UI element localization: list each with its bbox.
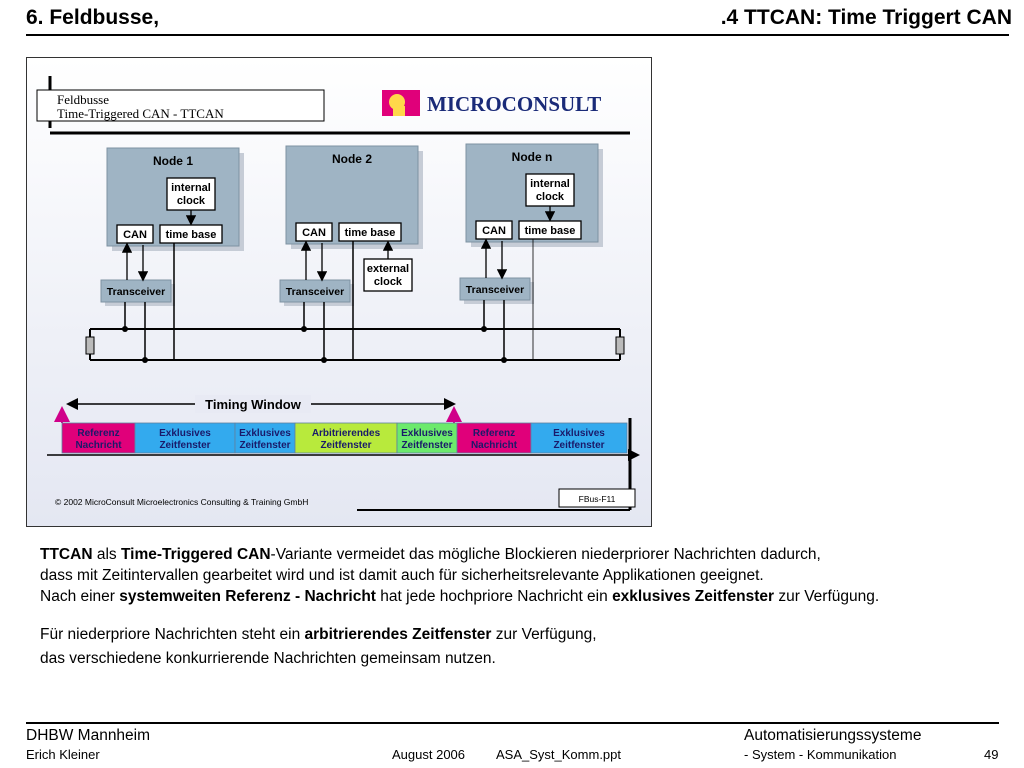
footer-page-number: 49 [984, 747, 999, 762]
slot-label-1: Exklusives [239, 428, 291, 439]
node-1: Node 1 CAN time base internalclockTransceiv… [100, 147, 244, 363]
figure-title-line1: Feldbusse [57, 92, 109, 107]
clock-label-2: clock [536, 191, 565, 203]
slot-label-2: Zeitfenster [401, 440, 452, 451]
body-line-3: Nach einer systemweiten Referenz - Nachr… [40, 588, 880, 605]
clock-label-1: external [367, 263, 409, 275]
footer-date: August 2006 [392, 747, 466, 762]
timebase-label: time base [345, 227, 396, 239]
body-line-1: TTCAN als Time-Triggered CAN-Variante ve… [40, 546, 821, 563]
clock-label-1: internal [171, 182, 211, 194]
footer-subtopic: - System - Kommunikation [744, 747, 897, 762]
timing-window-label: Timing Window [205, 397, 302, 412]
can-label: CAN [302, 227, 326, 239]
node-label: Node 1 [153, 154, 193, 168]
node-label: Node n [512, 150, 553, 164]
ttcan-figure: Feldbusse Time-Triggered CAN - TTCAN MIC… [26, 57, 652, 527]
slot-label-1: Exklusives [553, 428, 605, 439]
slot-label-1: Arbitrierendes [312, 428, 381, 439]
slot-label-1: Referenz [473, 428, 515, 439]
timebase-label: time base [166, 229, 217, 241]
node-label: Node 2 [332, 152, 372, 166]
slot-label-2: Zeitfenster [553, 440, 604, 451]
slot-label-1: Exklusives [401, 428, 453, 439]
figure-title-line2: Time-Triggered CAN - TTCAN [57, 106, 224, 121]
body-line-2: dass mit Zeitintervallen gearbeitet wird… [40, 567, 764, 584]
figure-id: FBus-F11 [579, 494, 616, 504]
can-label: CAN [482, 225, 506, 237]
ttcan-diagram: Feldbusse Time-Triggered CAN - TTCAN MIC… [36, 76, 640, 511]
clock-label-1: internal [530, 178, 570, 190]
microconsult-logo: MICROCONSULT [382, 90, 601, 116]
slot-label-1: Referenz [77, 428, 119, 439]
transceiver-label: Transceiver [107, 286, 165, 298]
copyright-text: © 2002 MicroConsult Microelectronics Con… [55, 497, 308, 507]
footer-file: ASA_Syst_Komm.ppt [496, 747, 621, 762]
body-line-5: das verschiedene konkurrierende Nachrich… [40, 650, 496, 667]
transceiver-label: Transceiver [286, 286, 344, 298]
slot-label-1: Exklusives [159, 428, 211, 439]
slot-label-2: Nachricht [75, 440, 122, 451]
slot-label-2: Zeitfenster [159, 440, 210, 451]
header-rule [26, 34, 1009, 36]
timebase-label: time base [525, 225, 576, 237]
clock-label-2: clock [177, 195, 206, 207]
slot-label-2: Nachricht [471, 440, 518, 451]
footer-author: Erich Kleiner [26, 747, 100, 762]
footer-course: Automatisierungssysteme [744, 727, 922, 744]
footer-rule [26, 722, 999, 724]
header-chapter-title: 6. Feldbusse, [26, 6, 160, 29]
slot-label-2: Zeitfenster [239, 440, 290, 451]
node-2: Node 2 CAN time base externalclockTransceiv… [279, 145, 423, 363]
header-section-title: .4 TTCAN: Time Triggert CAN [720, 6, 1012, 29]
logo-text: MICROCONSULT [427, 92, 601, 116]
clock-label-2: clock [374, 276, 403, 288]
can-label: CAN [123, 229, 147, 241]
footer-org: DHBW Mannheim [26, 727, 151, 744]
slot-label-2: Zeitfenster [320, 440, 371, 451]
body-line-4: Für niederpriore Nachrichten steht ein a… [40, 626, 597, 643]
node-3: Node n CAN time base internalclockTransceiv… [459, 143, 603, 363]
timing-slots: ReferenzNachrichtExklusivesZeitfensterEx… [61, 422, 628, 454]
transceiver-label: Transceiver [466, 284, 524, 296]
